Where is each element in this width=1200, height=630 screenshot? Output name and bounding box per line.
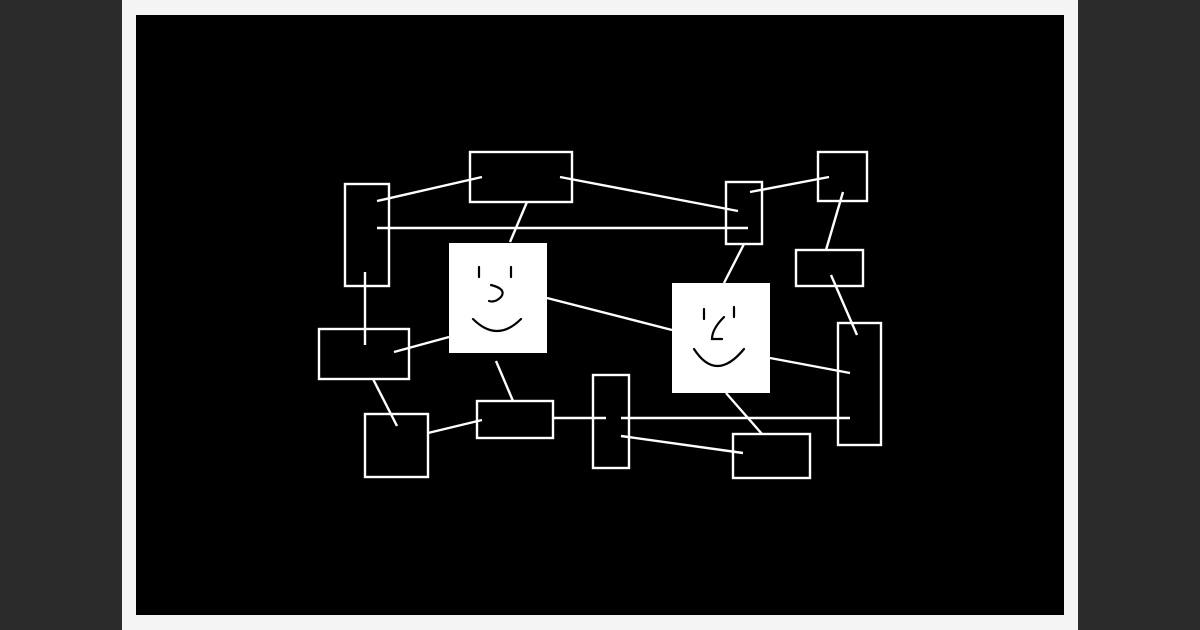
connector-line-n1-n2 bbox=[376, 175, 483, 203]
network-diagram bbox=[317, 150, 883, 480]
smiley-face-icon-2 bbox=[672, 283, 770, 393]
connector-line-n3-face-a bbox=[393, 335, 450, 354]
node-box-n3 bbox=[317, 327, 411, 381]
connector-line-face-b-n12 bbox=[769, 356, 851, 375]
edges-layer bbox=[363, 175, 859, 455]
node-box-n1 bbox=[343, 182, 391, 288]
connector-line-face-b-n13 bbox=[725, 392, 763, 435]
nodes-layer bbox=[317, 150, 883, 480]
connector-line-n2-face-a bbox=[508, 201, 529, 243]
node-box-n9 bbox=[475, 399, 555, 440]
connector-line-face-a-face-b bbox=[546, 296, 673, 332]
faces-layer bbox=[449, 243, 770, 393]
connector-line-n3-n8 bbox=[371, 378, 399, 427]
connector-line-face-a-n9 bbox=[494, 360, 515, 402]
connector-line-n4-face-b bbox=[722, 243, 746, 284]
node-box-n7 bbox=[836, 321, 883, 447]
node-box-n5 bbox=[816, 150, 869, 203]
node-box-n2 bbox=[468, 150, 574, 204]
node-box-n10 bbox=[591, 373, 631, 470]
node-box-n8 bbox=[363, 412, 430, 479]
connector-line-n10-n11 bbox=[620, 434, 744, 455]
node-box-n11 bbox=[731, 432, 812, 480]
connector-line-n2-n4 bbox=[559, 175, 739, 213]
node-box-n6 bbox=[794, 248, 865, 288]
connector-line-n6-n7 bbox=[829, 274, 859, 336]
smiley-face-icon-1 bbox=[449, 243, 547, 353]
diagram-canvas bbox=[136, 15, 1064, 615]
node-box-n4 bbox=[724, 180, 764, 246]
connector-line-n8-n9 bbox=[427, 418, 483, 435]
